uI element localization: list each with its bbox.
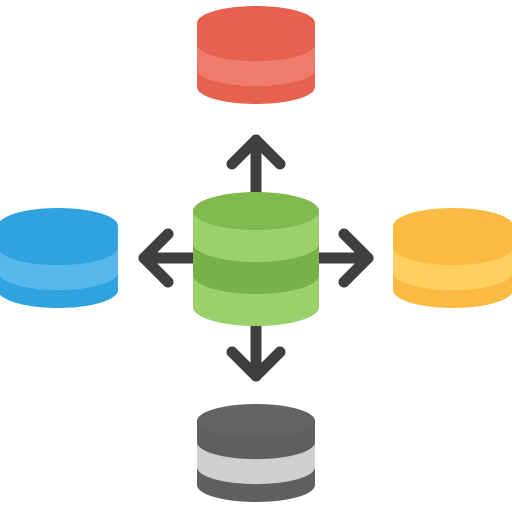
arrow-down-icon [226,314,286,382]
central-database-icon [193,192,319,326]
arrow-right-icon [306,228,374,288]
top-database-icon [197,6,315,104]
arrow-up-icon [226,134,286,202]
right-database-icon [393,208,512,308]
bottom-database-icon [197,404,315,502]
arrow-left-icon [138,228,206,288]
left-database-icon [0,208,118,308]
